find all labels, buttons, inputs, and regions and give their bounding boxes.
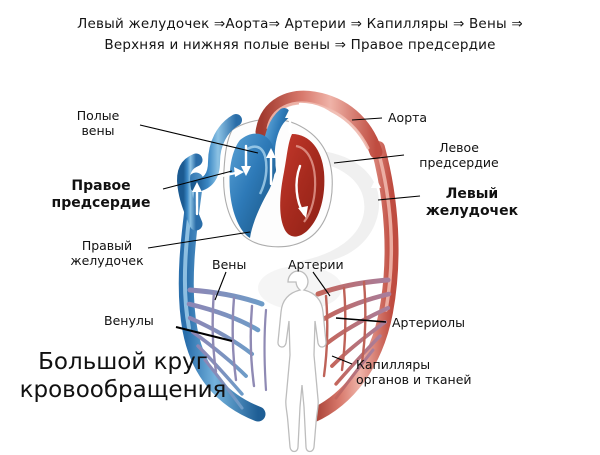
circulation-flow-formula: Левый желудочек ⇒Аорта⇒ Артерии ⇒ Капилл… — [0, 14, 600, 56]
label-left-atrium: Левое предсердие — [419, 140, 499, 170]
label-arteries: Артерии — [288, 257, 344, 272]
label-veins: Вены — [212, 257, 247, 272]
diagram-title: Большой круг кровообращения — [19, 349, 227, 403]
flow-line-1: Левый желудочек ⇒Аорта⇒ Артерии ⇒ Капилл… — [77, 16, 523, 32]
blood-flow-arrows — [192, 102, 346, 218]
label-aorta: Аорта — [388, 110, 428, 125]
label-vena-cava: Полые вены — [76, 108, 120, 138]
label-right-atrium: Правое предсердие — [51, 178, 151, 211]
human-body-silhouette — [277, 270, 327, 453]
label-arterioles: Артериолы — [392, 315, 466, 330]
label-capillaries: Капилляры органов и тканей — [356, 357, 472, 387]
label-venules: Венулы — [104, 313, 154, 328]
label-left-ventricle: Левый желудочек — [425, 186, 519, 219]
flow-line-2: Верхняя и нижняя полые вены ⇒ Правое пре… — [104, 37, 496, 53]
label-right-ventricle: Правый желудочек — [70, 238, 144, 268]
